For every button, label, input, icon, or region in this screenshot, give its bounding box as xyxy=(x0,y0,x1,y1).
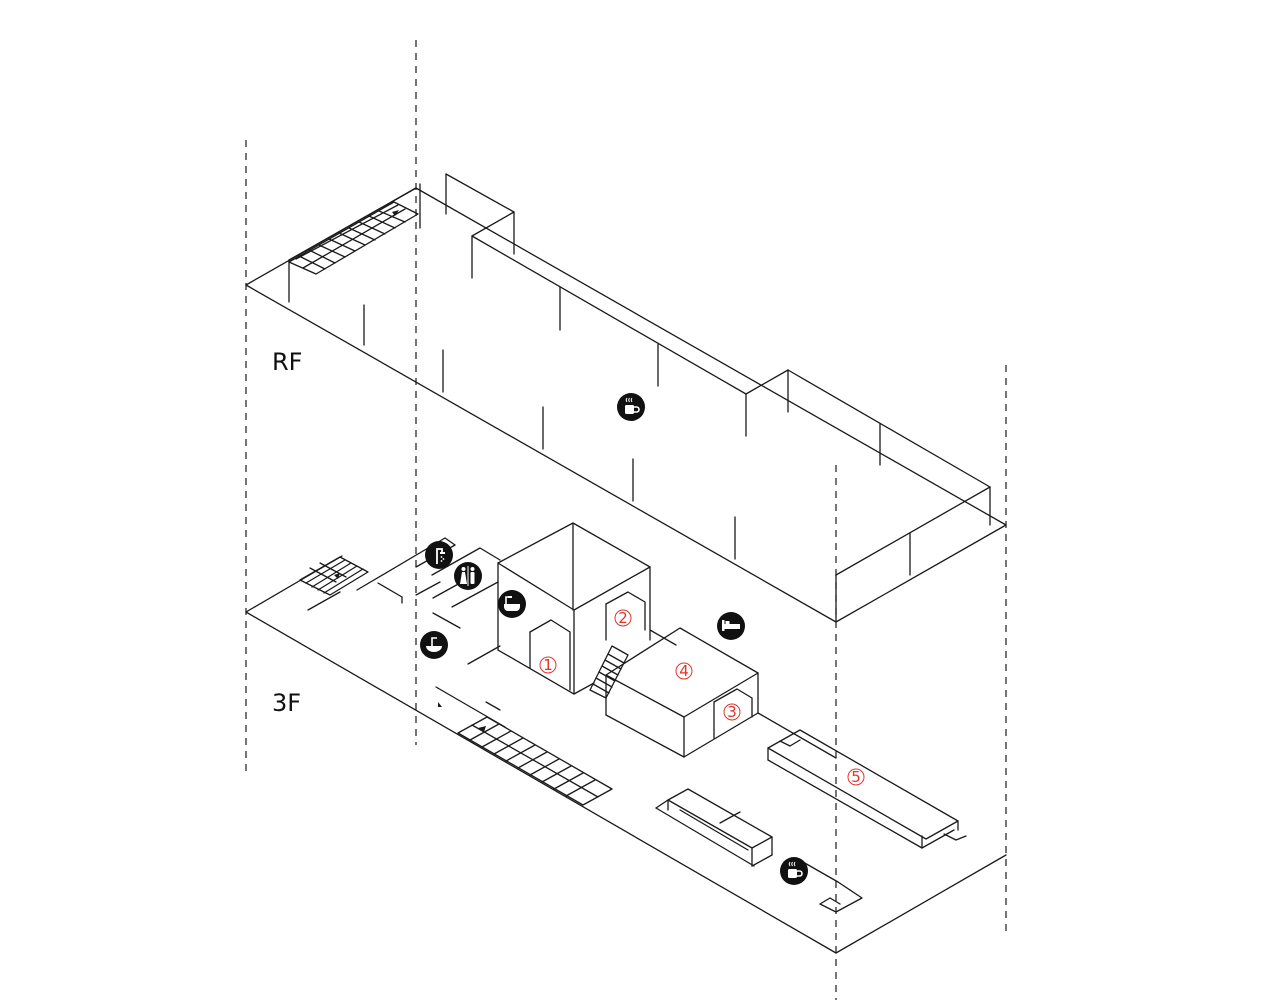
coffee-cup-icon xyxy=(780,857,808,885)
room-number-1: 1 xyxy=(539,656,557,674)
room-numbers: 1 2 3 4 5 xyxy=(539,609,865,786)
guide-lines xyxy=(245,40,1007,1000)
room-number-4: 4 xyxy=(675,662,693,680)
counter-5 xyxy=(767,729,967,849)
room-cube-1-2 xyxy=(497,522,677,699)
washbasin-icon xyxy=(420,631,448,659)
rf-staircase xyxy=(288,201,419,275)
floor-label-3f: 3F xyxy=(272,689,301,717)
coffee-cup-icon xyxy=(617,393,645,421)
amenity-icons xyxy=(420,393,808,885)
bed-icon xyxy=(717,612,745,640)
restroom-icon xyxy=(454,562,482,590)
bench xyxy=(655,788,773,867)
third-floor-plan xyxy=(245,522,1007,954)
room-cube-3-4 xyxy=(605,627,837,759)
room-number-5: 5 xyxy=(847,768,865,786)
3f-left-staircase xyxy=(299,556,369,611)
room-number-3: 3 xyxy=(723,703,741,721)
svg-text:2: 2 xyxy=(618,609,628,627)
3f-front-staircase xyxy=(457,716,613,806)
roof-floor-plan xyxy=(245,173,1007,623)
svg-text:5: 5 xyxy=(851,768,861,786)
floor-label-rf: RF xyxy=(272,348,302,376)
bathtub-icon xyxy=(498,590,526,618)
svg-text:4: 4 xyxy=(679,662,689,680)
svg-text:3: 3 xyxy=(727,703,737,721)
room-number-2: 2 xyxy=(614,609,632,627)
shower-icon xyxy=(425,541,453,569)
cafe-counter xyxy=(795,857,863,913)
svg-text:1: 1 xyxy=(543,656,553,674)
